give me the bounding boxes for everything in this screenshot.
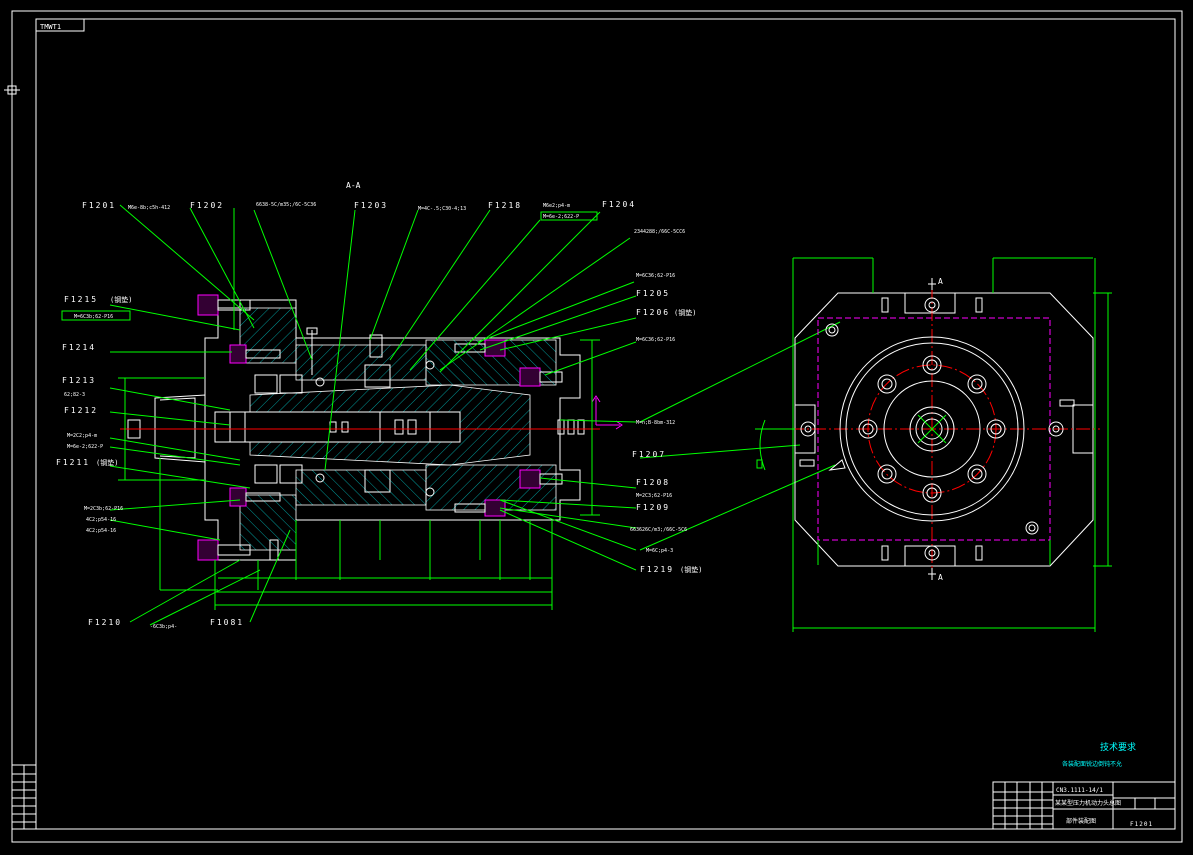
right-spec-4: M=6C36;62-P16 xyxy=(636,337,675,343)
callouts-bottom: F1210 -6C3b;p4- F1081 xyxy=(88,618,244,630)
section-label: A-A xyxy=(346,181,361,190)
title-block: CN3.1111-14/1 某某型压力机动力头总图 部件装配图 F1201 xyxy=(992,781,1176,830)
drawing-code-text: TMWT1 xyxy=(40,23,61,31)
callout-F1215: F1215 xyxy=(64,295,98,304)
left-edge-table xyxy=(11,764,37,830)
callout-F1211: F1211 xyxy=(56,458,90,467)
callout-F1219: F1219 xyxy=(640,565,674,574)
callout-spec-top-3: 6638-5C/m35;/6C-5C36 xyxy=(256,202,316,208)
callouts-right: 2344288;/66C-5CC6 M=6C36;62-P16 F1205 F1… xyxy=(630,229,702,574)
title-block-line1: CN3.1111-14/1 xyxy=(1056,787,1103,794)
callout-spec-top-5: M=4C-.5;C30-4;13 xyxy=(418,206,466,212)
callout-F1218: F1218 xyxy=(488,201,522,210)
right-spec-5: M=n;B-8bm-312 xyxy=(636,420,675,426)
callout-F1210: F1210 xyxy=(88,618,122,627)
callout-F1205: F1205 xyxy=(636,289,670,298)
callout-F1214: F1214 xyxy=(62,343,96,352)
callout-F1213-spec: 62;82-3 xyxy=(64,392,85,398)
callout-F1209: F1209 xyxy=(636,503,670,512)
right-spec-10: M=6C;p4-3 xyxy=(646,548,673,554)
bolt-top-left xyxy=(197,294,251,316)
left-spec-2: M=2C3b;62-P16 xyxy=(84,506,123,512)
callout-F1206-note: (钢垫) xyxy=(674,308,696,317)
right-spec-1: M=6C36;62-P16 xyxy=(636,273,675,279)
callout-F1201: F1201 xyxy=(82,201,116,210)
callout-F1212: F1212 xyxy=(64,406,98,415)
right-spec-9: 663626C/m3;/66C-5C6 xyxy=(630,527,687,533)
left-spec-0: M=2C2;p4-m xyxy=(67,433,97,439)
left-spec-4: 4C2;p54-16 xyxy=(86,528,116,534)
callout-bottom-spec: -6C3b;p4- xyxy=(150,624,177,630)
callout-F1208: F1208 xyxy=(636,478,670,487)
callout-F1206: F1206 xyxy=(636,308,670,317)
title-block-line2: 某某型压力机动力头总图 xyxy=(1055,799,1121,807)
callouts-top: F1201 M6e-8b;c5h-412 F1202 6638-5C/m35;/… xyxy=(82,200,636,221)
bolt-circle xyxy=(858,355,1006,503)
drawing-frame xyxy=(4,10,1183,843)
callout-F1201-spec: M6e-8b;c5h-412 xyxy=(128,205,170,211)
callout-F1208-spec: M=2C3;62-P16 xyxy=(636,493,672,499)
callout-F1202: F1202 xyxy=(190,201,224,210)
callouts-left: F1215 (钢垫) M=6C3b;62-P16 F1214 F1213 62;… xyxy=(56,295,132,534)
callout-F1219-note: (钢垫) xyxy=(680,565,702,574)
section-view xyxy=(118,294,623,610)
bolt-bottom-left xyxy=(197,539,251,561)
tech-requirements-title: 技术要求 xyxy=(1100,741,1136,753)
callout-F1207: F1207 xyxy=(632,450,666,459)
title-block-line3: 部件装配图 xyxy=(1066,817,1096,825)
left-spec-3: 4C2;p54-16 xyxy=(86,517,116,523)
callout-F1215-spec: M=6C3b;62-P16 xyxy=(74,314,113,320)
callout-F1215-note: (钢垫) xyxy=(110,295,132,304)
drawing-code-box: TMWT1 xyxy=(35,18,85,32)
callout-F1081: F1081 xyxy=(210,618,244,627)
callout-F1213: F1213 xyxy=(62,376,96,385)
right-spec-0: 2344288;/66C-5CC6 xyxy=(634,229,685,235)
end-view-label-bottom: A xyxy=(938,573,943,582)
callout-F1204-spec: M=6e-2;622-P xyxy=(543,214,579,220)
title-block-code: F1201 xyxy=(1130,821,1153,828)
end-view-label-top: A xyxy=(938,277,943,286)
leader-lines xyxy=(109,204,841,626)
left-spec-1: M=6e-2;622-P xyxy=(67,444,103,450)
callout-spec-top-7: M6e2;p4-m xyxy=(543,203,570,209)
callout-F1203: F1203 xyxy=(354,201,388,210)
callout-F1211-note: (钢垫) xyxy=(96,458,118,467)
tech-requirements-note: 各装配面锐边倒钝不允 xyxy=(1062,760,1122,768)
callout-F1204: F1204 xyxy=(602,200,636,209)
end-view xyxy=(755,257,1112,632)
